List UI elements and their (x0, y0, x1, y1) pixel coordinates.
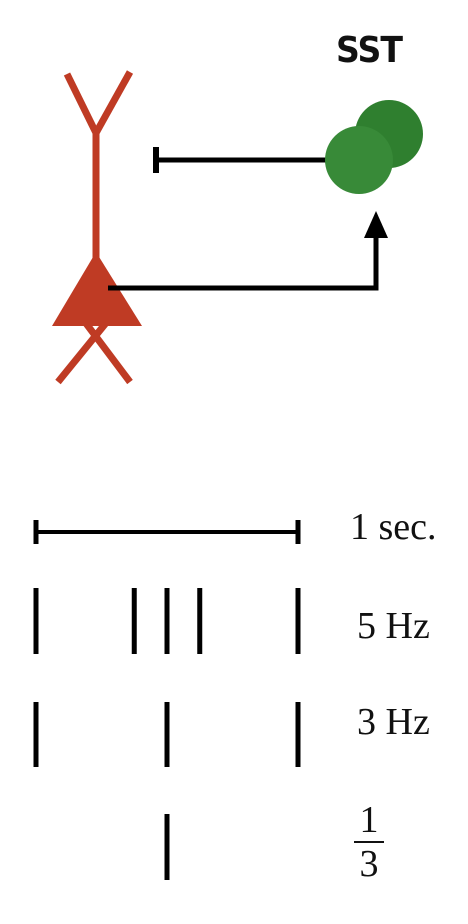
inhibitory-connection (153, 147, 330, 173)
fraction-bar (354, 841, 384, 843)
spike-train-third-label: 1 3 (352, 800, 386, 884)
excitatory-connection (108, 211, 388, 291)
spike-train-5hz-label: 5 Hz (357, 605, 430, 647)
spike-train-2 (33, 702, 301, 767)
scale-bar-label: 1 sec. (350, 506, 437, 548)
fraction-numerator: 1 (359, 799, 379, 841)
sst-cell-front (325, 126, 393, 194)
spike-train-3hz-label: 3 Hz (357, 701, 430, 743)
spike-train-1 (33, 588, 301, 654)
sst-interneurons (325, 100, 423, 194)
sst-label: SST (336, 30, 403, 71)
basal-dendrite-left (55, 315, 113, 385)
apical-dendrite-left (63, 72, 100, 135)
pyramidal-neuron (52, 70, 142, 385)
basal-dendrite-right (79, 315, 133, 385)
pyramidal-soma (52, 252, 142, 326)
scale-bar (33, 520, 301, 544)
apical-dendrite-right (92, 70, 134, 135)
spike-trains (33, 588, 301, 880)
arrow-head (364, 211, 388, 238)
fraction-denominator: 3 (359, 843, 379, 885)
excitatory-line (108, 232, 379, 291)
